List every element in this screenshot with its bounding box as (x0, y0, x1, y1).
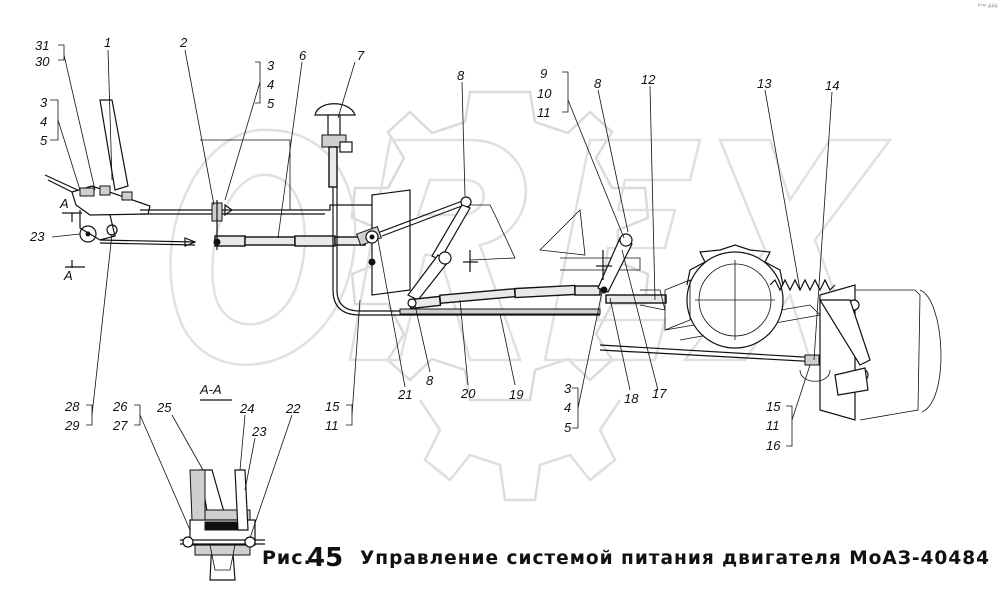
watermark-letter-o (169, 128, 357, 366)
callout-4-left: 4 (40, 114, 47, 129)
callout-4-bottom: 4 (564, 400, 571, 415)
caption-number: 45 (307, 543, 343, 573)
bracket-21 (355, 189, 411, 296)
callout-26: 26 (112, 399, 128, 414)
watermark-letter-e (543, 138, 702, 362)
spring-13 (769, 278, 836, 292)
callout-8-a: 8 (457, 68, 465, 83)
callout-18: 18 (624, 391, 639, 406)
callout-25: 25 (156, 400, 172, 415)
callout-3-bottom: 3 (564, 381, 572, 396)
callout-20: 20 (460, 386, 476, 401)
callout-11-mid: 11 (325, 418, 339, 433)
callout-5-top: 5 (267, 96, 275, 111)
callout-23-left: 23 (29, 229, 45, 244)
callout-9: 9 (540, 66, 547, 81)
figure-caption: Рис. 45 Управление системой питания двиг… (262, 543, 990, 573)
callout-22: 22 (285, 401, 301, 416)
section-arrow-bottom (65, 260, 85, 268)
callout-11-right: 11 (766, 418, 780, 433)
callout-11-top: 11 (537, 105, 551, 120)
callout-12: 12 (641, 72, 656, 87)
callout-6: 6 (299, 48, 307, 63)
callout-10: 10 (537, 86, 552, 101)
callout-8-b: 8 (594, 76, 602, 91)
section-label-a-bottom: A (63, 268, 73, 283)
cable-19 (399, 308, 601, 315)
callout-29: 29 (64, 418, 79, 433)
callout-31: 31 (35, 38, 49, 53)
callout-1: 1 (104, 35, 111, 50)
fuel-pump (664, 244, 784, 349)
callout-5-left: 5 (40, 133, 48, 148)
callout-19: 19 (509, 387, 523, 402)
engine-block (799, 284, 942, 421)
callout-21: 21 (397, 387, 412, 402)
callout-15-mid: 15 (325, 399, 340, 414)
callout-16: 16 (766, 438, 781, 453)
lever-right-assembly (539, 209, 821, 363)
callout-3-top: 3 (267, 58, 275, 73)
watermark-gear-lower-icon (418, 399, 622, 502)
callout-28: 28 (64, 399, 80, 414)
leader-lines (50, 44, 833, 539)
callout-27: 27 (112, 418, 128, 433)
callout-24: 24 (239, 401, 254, 416)
section-arrow-top (62, 212, 82, 222)
caption-title: Управление системой питания двигателя Мо… (360, 547, 990, 569)
floor-frame (140, 139, 380, 215)
section-aa-view (180, 399, 265, 581)
caption-prefix: Рис. (262, 547, 312, 569)
callout-30: 30 (35, 54, 50, 69)
callout-7: 7 (357, 48, 365, 63)
callout-2: 2 (179, 35, 188, 50)
callout-labels: 31 30 1 2 3 4 5 6 7 3 4 5 23 A A 8 9 10 … (29, 35, 839, 453)
watermark-gear-icon (350, 90, 650, 402)
section-label-a-top: A (59, 196, 69, 211)
rod-6 (184, 200, 366, 250)
section-label-aa: A-A (199, 382, 222, 397)
callout-15-right: 15 (766, 399, 781, 414)
corner-mark: ª™ ### (978, 3, 999, 10)
callout-3-left: 3 (40, 95, 48, 110)
rod-20 (407, 284, 601, 310)
callout-13: 13 (757, 76, 772, 91)
callout-5-bottom: 5 (564, 420, 572, 435)
callout-23-bottom: 23 (251, 424, 267, 439)
stop-handle-7 (314, 103, 600, 316)
lever-8-assembly (379, 196, 516, 301)
callout-14: 14 (825, 78, 839, 93)
callout-4-top: 4 (267, 77, 274, 92)
callout-8-c: 8 (426, 373, 434, 388)
accelerator-pedal-assembly (44, 99, 196, 246)
callout-17: 17 (652, 386, 667, 401)
